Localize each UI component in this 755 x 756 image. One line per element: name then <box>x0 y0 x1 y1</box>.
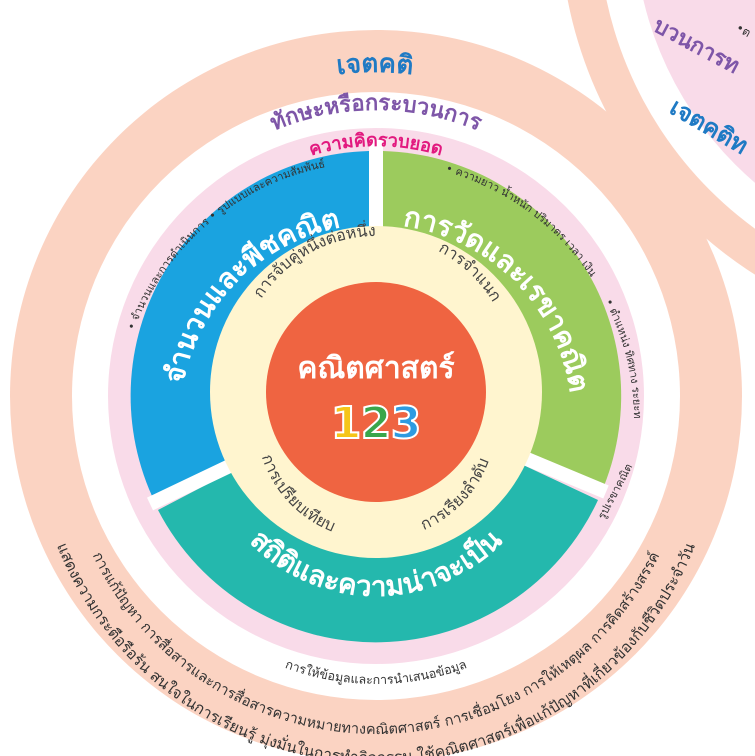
digit-1: 1 <box>331 398 362 449</box>
center-title: คณิตศาสตร์ <box>297 351 454 386</box>
second-item-fragment: •ต <box>734 20 754 40</box>
center-digits: 1 2 3 <box>330 397 423 450</box>
digit-2: 2 <box>361 398 392 449</box>
attitude-title: เจตคติ <box>335 49 415 81</box>
digit-3: 3 <box>391 398 422 449</box>
second-diagram-fragment: บวนการท เจตคติท •ต <box>567 0 755 275</box>
second-ideas-ring <box>643 0 755 183</box>
center-circle <box>266 282 486 502</box>
